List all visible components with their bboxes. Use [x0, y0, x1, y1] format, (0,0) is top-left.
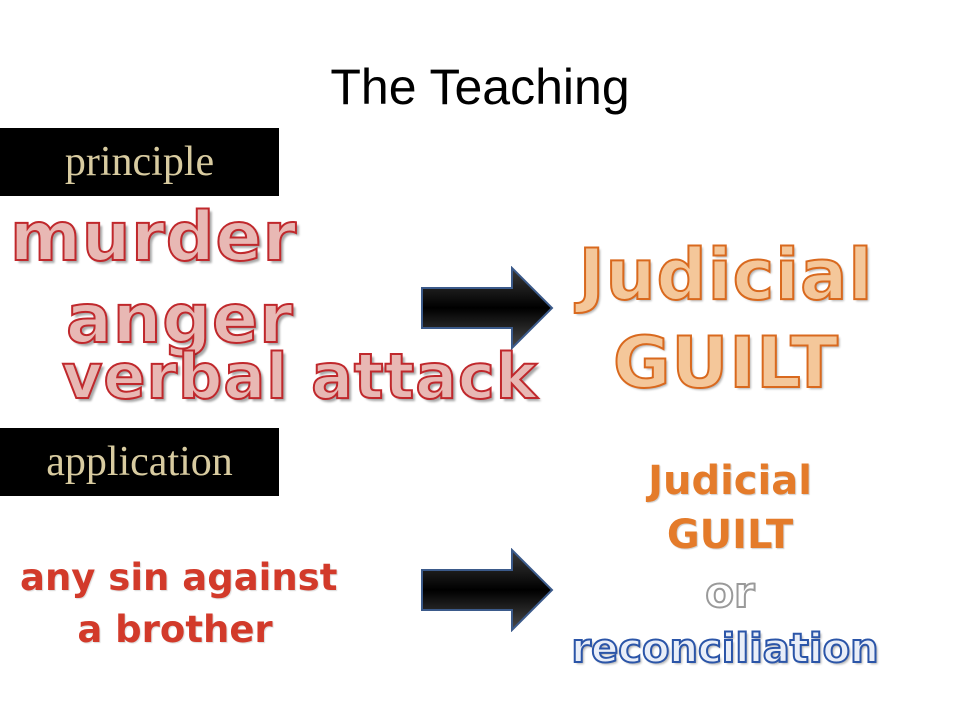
result-or: or	[704, 567, 756, 618]
slide-title: The Teaching	[330, 59, 630, 115]
result-reconciliation: reconciliation	[570, 625, 879, 673]
principle-label: principle	[0, 128, 279, 196]
right-arrow-icon	[421, 548, 554, 632]
word-anger: anger	[65, 279, 294, 360]
application-text-line2: a brother	[77, 608, 273, 651]
right-arrow-icon	[421, 266, 554, 350]
result-guilt-top: GUILT	[612, 321, 840, 405]
application-text-line1: any sin against	[20, 556, 338, 599]
application-label: application	[0, 428, 279, 496]
word-verbal-attack: verbal attack	[61, 339, 539, 414]
result-judicial-bottom: Judicial	[648, 458, 812, 504]
result-judicial-top: Judicial	[578, 233, 874, 317]
word-murder: murder	[9, 197, 298, 278]
result-guilt-bottom: GUILT	[666, 512, 794, 558]
